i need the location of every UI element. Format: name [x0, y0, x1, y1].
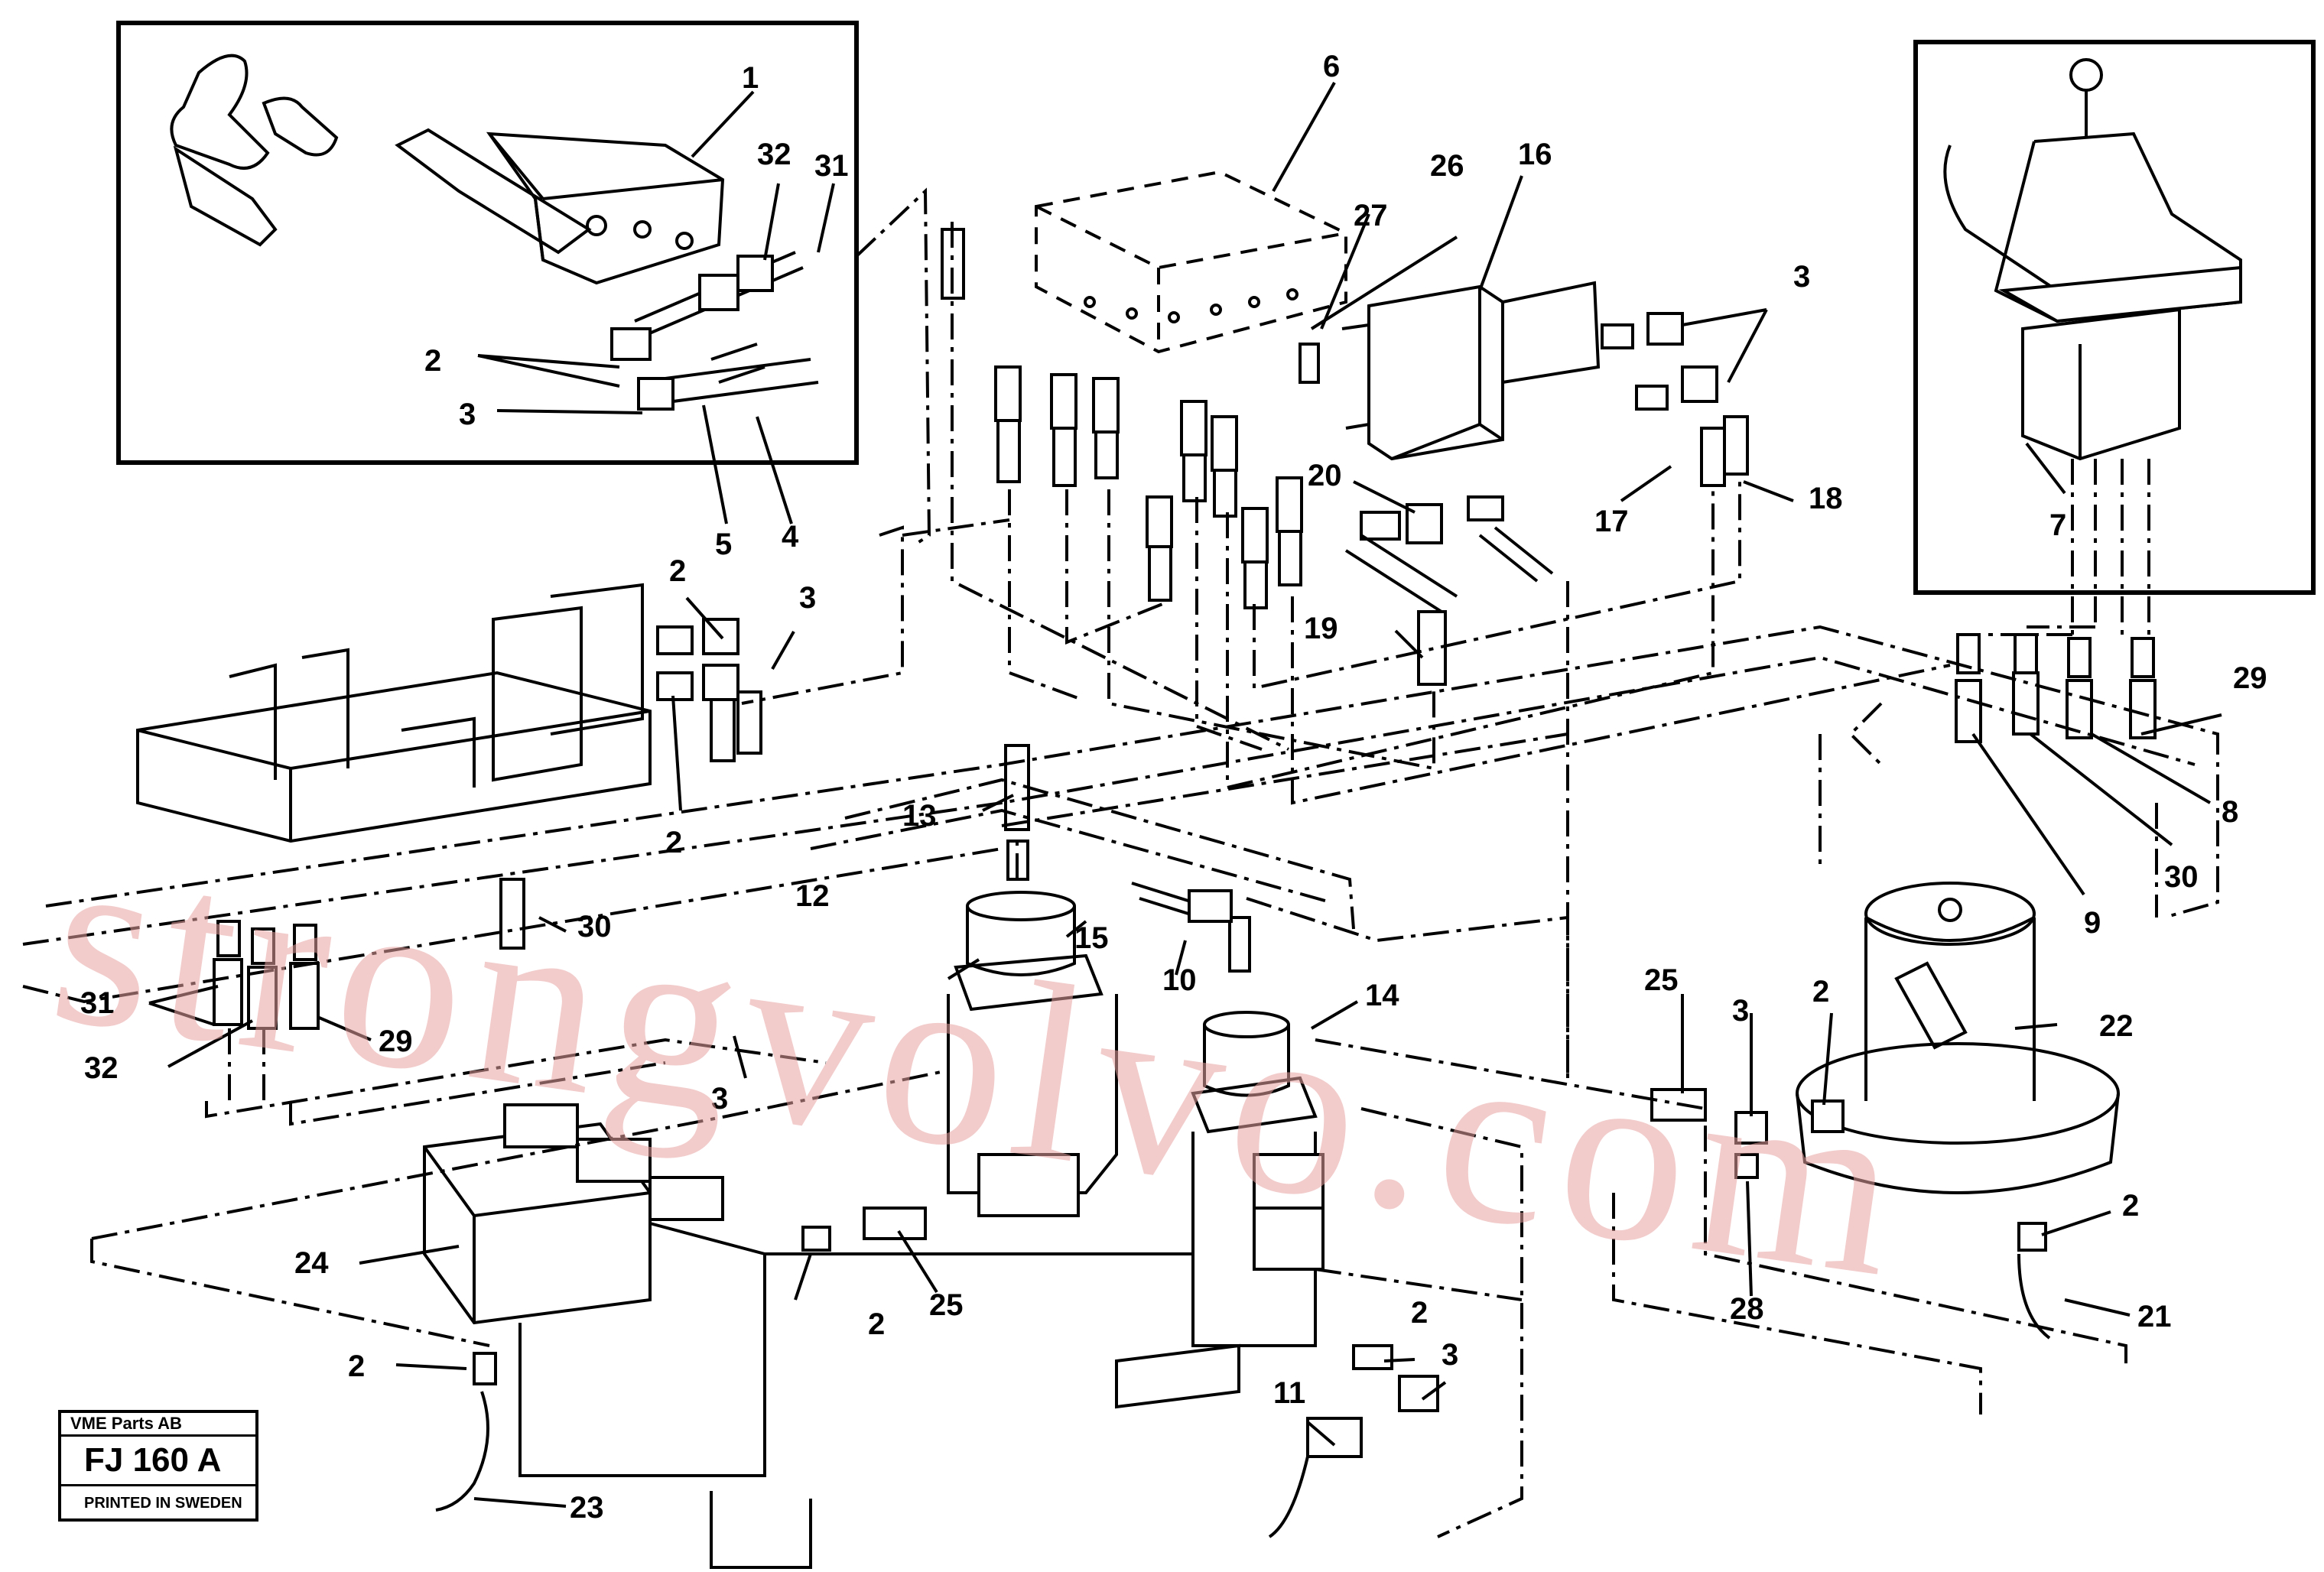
callout-2: 2 [868, 1307, 885, 1341]
callout-2: 2 [669, 554, 686, 588]
callout-3: 3 [1732, 994, 1749, 1028]
callout-3: 3 [799, 581, 816, 615]
pedal-hoses [610, 251, 819, 411]
inset-frame-pedal [116, 21, 859, 465]
callout-9: 9 [2084, 906, 2101, 940]
callout-24: 24 [294, 1246, 329, 1280]
callout-23: 23 [570, 1491, 604, 1525]
callout-18: 18 [1809, 482, 1843, 515]
callout-28: 28 [1730, 1292, 1764, 1326]
callout-32: 32 [84, 1051, 119, 1085]
left-valve-bank [136, 583, 652, 843]
callout-5: 5 [715, 528, 732, 561]
callout-32: 32 [757, 138, 791, 171]
base-block-24 [423, 1103, 1240, 1569]
callout-1: 1 [742, 61, 759, 95]
callout-3: 3 [459, 398, 476, 431]
callout-11: 11 [1273, 1376, 1305, 1410]
callout-26: 26 [1430, 149, 1464, 183]
callout-2: 2 [424, 344, 441, 378]
callout-17: 17 [1594, 505, 1629, 538]
callout-3: 3 [1793, 260, 1810, 294]
callout-2: 2 [348, 1350, 365, 1383]
pedal-valve-assembly [170, 54, 725, 285]
callout-2: 2 [1812, 975, 1829, 1008]
callout-29: 29 [379, 1025, 413, 1058]
callout-31: 31 [80, 986, 115, 1020]
joystick-assembly [1943, 58, 2242, 461]
callout-6: 6 [1323, 50, 1340, 83]
callout-7: 7 [2049, 508, 2066, 542]
callout-8: 8 [2222, 795, 2238, 829]
callout-14: 14 [1365, 979, 1399, 1012]
title-block-code: FJ 160 A [61, 1437, 255, 1486]
callout-31: 31 [814, 149, 849, 183]
callout-19: 19 [1304, 612, 1338, 645]
callout-2: 2 [1411, 1296, 1428, 1330]
title-block-company: VME Parts AB [61, 1413, 255, 1437]
leader-lines [148, 82, 2222, 1508]
center-valves [947, 744, 1325, 1347]
callout-2: 2 [2122, 1189, 2139, 1223]
callout-10: 10 [1162, 963, 1197, 997]
callout-16: 16 [1518, 138, 1552, 171]
callout-4: 4 [782, 520, 799, 554]
callout-3: 3 [711, 1082, 728, 1116]
callout-27: 27 [1354, 199, 1388, 232]
callout-15: 15 [1074, 921, 1109, 955]
hose-routes [22, 187, 2219, 1538]
valve-block-16 [1341, 281, 1601, 461]
distribution-block-6 [1035, 170, 1347, 354]
callout-30: 30 [577, 910, 612, 944]
callout-22: 22 [2099, 1009, 2134, 1043]
callout-20: 20 [1308, 459, 1342, 492]
title-block: VME Parts AB FJ 160 A PRINTED IN SWEDEN [58, 1410, 258, 1522]
central-fittings [941, 228, 1749, 609]
callout-30: 30 [2164, 860, 2199, 894]
callout-25: 25 [1644, 963, 1679, 997]
callout-13: 13 [902, 799, 937, 833]
lower-fittings [435, 1207, 1439, 1538]
swivel-22 [1650, 882, 2120, 1340]
callout-25: 25 [929, 1288, 964, 1322]
callout-3: 3 [1442, 1338, 1458, 1372]
inset-frame-joystick [1913, 40, 2316, 595]
callout-12: 12 [795, 879, 830, 913]
callout-21: 21 [2137, 1300, 2172, 1333]
callout-2: 2 [665, 826, 682, 859]
title-block-printed: PRINTED IN SWEDEN [84, 1495, 242, 1512]
callout-29: 29 [2233, 661, 2267, 695]
callout-labels: 1 32 31 2 3 5 4 6 26 16 27 3 20 17 18 19… [80, 50, 2267, 1525]
